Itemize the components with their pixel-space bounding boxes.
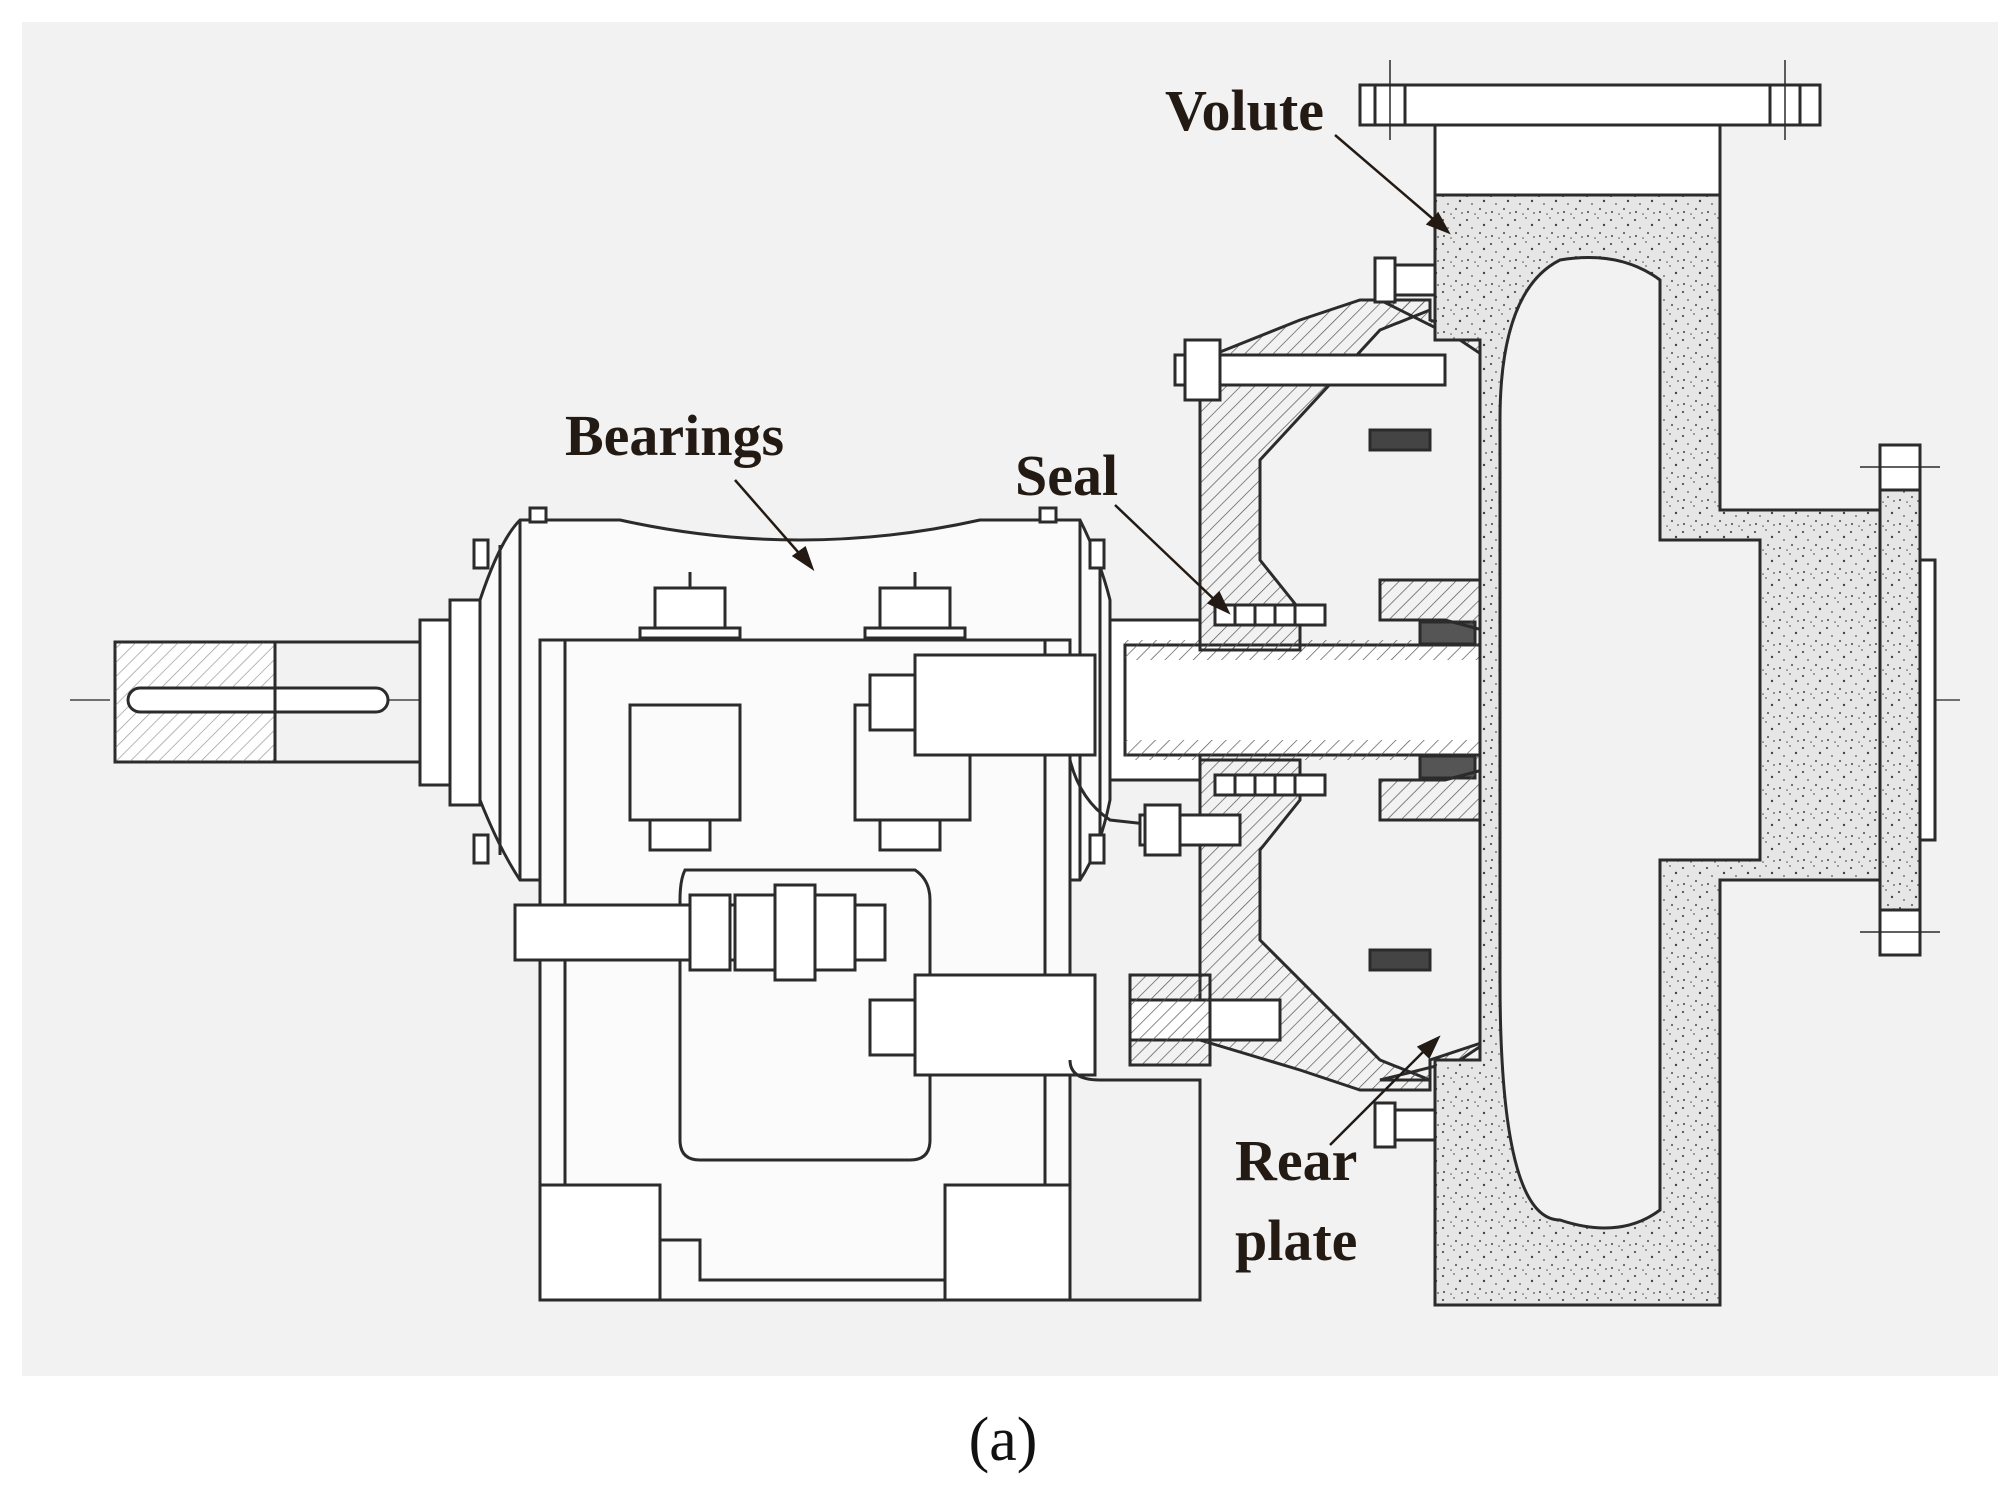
drive-shaft [113, 598, 482, 807]
leader-lines [734, 134, 1451, 1146]
rear-plate-label-line2: plate [1235, 1208, 1357, 1273]
seal-assembly [1128, 298, 1477, 1092]
seal-leader [1114, 504, 1231, 615]
volute-leader [1334, 134, 1451, 235]
bearings-label: Bearings [565, 403, 784, 468]
bearings-leader [734, 479, 815, 572]
volute-label: Volute [1165, 78, 1324, 143]
figure-caption: (a) [969, 1406, 1038, 1474]
rear-plate-leader [1329, 1035, 1441, 1146]
pump-drawing [113, 60, 1940, 1307]
rear-plate-label-line1: Rear [1235, 1128, 1357, 1193]
pump-frame [513, 638, 1202, 1302]
seal-label: Seal [1015, 443, 1118, 508]
volute-casing [1358, 60, 1940, 1307]
